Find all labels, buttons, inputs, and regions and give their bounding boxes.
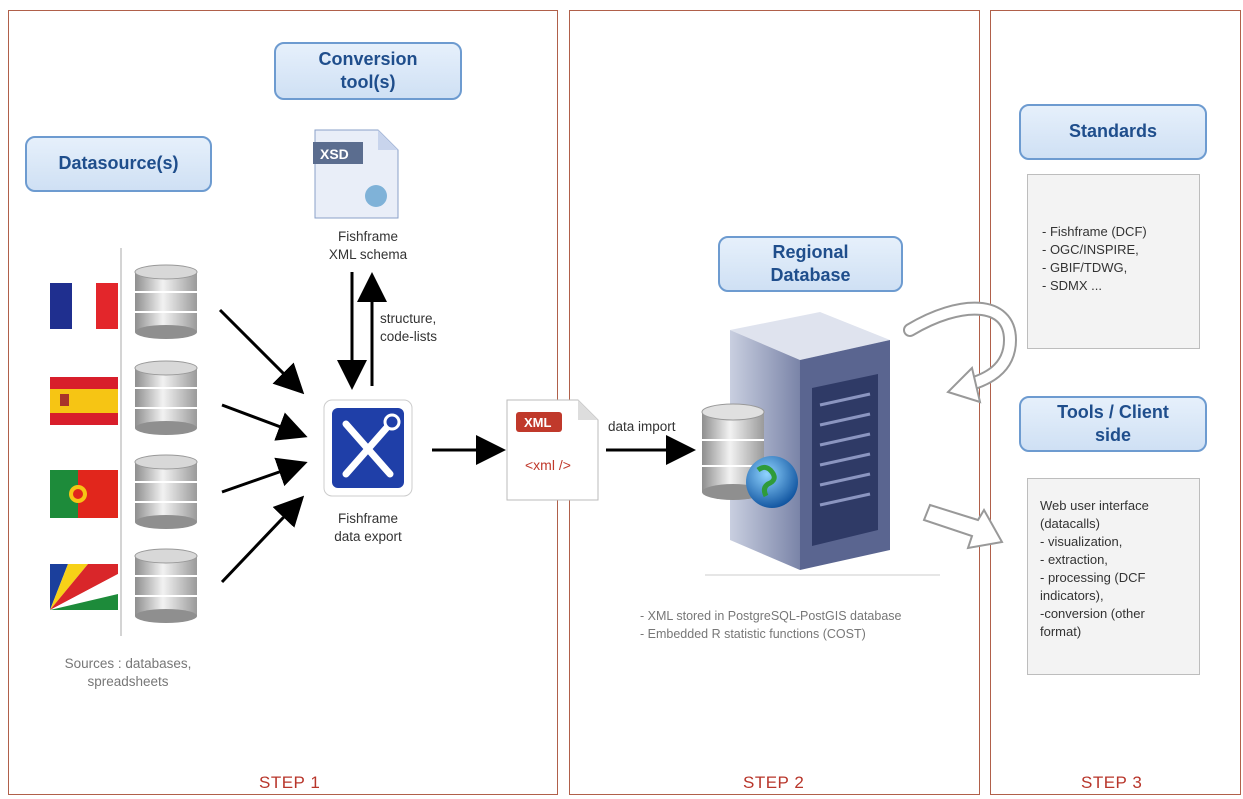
standards-item: - Fishframe (DCF) (1042, 224, 1147, 239)
datasources-pill: Datasource(s) (25, 136, 212, 192)
data-import-caption: data import (608, 419, 676, 434)
standards-item: - OGC/INSPIRE, (1042, 242, 1139, 257)
export-caption-line2: data export (334, 529, 402, 544)
tools-item: indicators), (1040, 588, 1104, 603)
tools-box: Web user interface (datacalls) - visuali… (1027, 478, 1200, 675)
tools-item: (datacalls) (1040, 516, 1100, 531)
structure-caption-line2: code-lists (380, 329, 438, 344)
standards-item: - GBIF/TDWG, (1042, 260, 1128, 275)
export-caption-line1: Fishframe (337, 511, 398, 526)
sources-caption: Sources : databases, spreadsheets (28, 655, 228, 691)
conversion-label-line1: Conversion (318, 48, 418, 69)
regional-label-line2: Database (770, 265, 851, 285)
structure-caption: structure, code-lists (380, 310, 437, 346)
tools-item: - processing (DCF (1040, 570, 1146, 585)
sources-caption-line1: Sources : databases, (64, 656, 192, 671)
tools-item: Web user interface (1040, 498, 1149, 513)
step2-panel (569, 10, 980, 795)
regional-label-line1: Regional (772, 241, 849, 262)
schema-caption: Fishframe XML schema (288, 228, 448, 264)
regional-database-pill: Regional Database (718, 236, 903, 292)
tools-item: - visualization, (1040, 534, 1123, 549)
tools-item: -conversion (other (1040, 606, 1145, 621)
step2-label: STEP 2 (743, 773, 805, 792)
conversion-tools-pill: Conversion tool(s) (274, 42, 462, 100)
tools-label-line2: side (1094, 425, 1132, 445)
tools-label-line1: Tools / Client (1057, 401, 1169, 422)
conversion-label-line2: tool(s) (340, 72, 396, 92)
database-notes: - XML stored in PostgreSQL-PostGIS datab… (640, 607, 901, 643)
structure-caption-line1: structure, (380, 311, 437, 326)
step1-label: STEP 1 (259, 773, 321, 792)
database-note: - XML stored in PostgreSQL-PostGIS datab… (640, 609, 902, 623)
standards-box: - Fishframe (DCF) - OGC/INSPIRE, - GBIF/… (1027, 174, 1200, 349)
step3-label: STEP 3 (1081, 773, 1143, 792)
datasources-label: Datasource(s) (58, 153, 179, 174)
export-caption: Fishframe data export (288, 510, 448, 546)
step3-panel (990, 10, 1241, 795)
standards-label: Standards (1068, 121, 1158, 142)
tools-client-side-pill: Tools / Client side (1019, 396, 1207, 452)
tools-item: format) (1040, 624, 1082, 639)
schema-caption-line2: XML schema (328, 247, 408, 262)
standards-pill: Standards (1019, 104, 1207, 160)
standards-item: - SDMX ... (1042, 278, 1102, 293)
sources-caption-line2: spreadsheets (87, 674, 169, 689)
database-note: - Embedded R statistic functions (COST) (640, 627, 866, 641)
schema-caption-line1: Fishframe (337, 229, 398, 244)
tools-item: - extraction, (1040, 552, 1108, 567)
